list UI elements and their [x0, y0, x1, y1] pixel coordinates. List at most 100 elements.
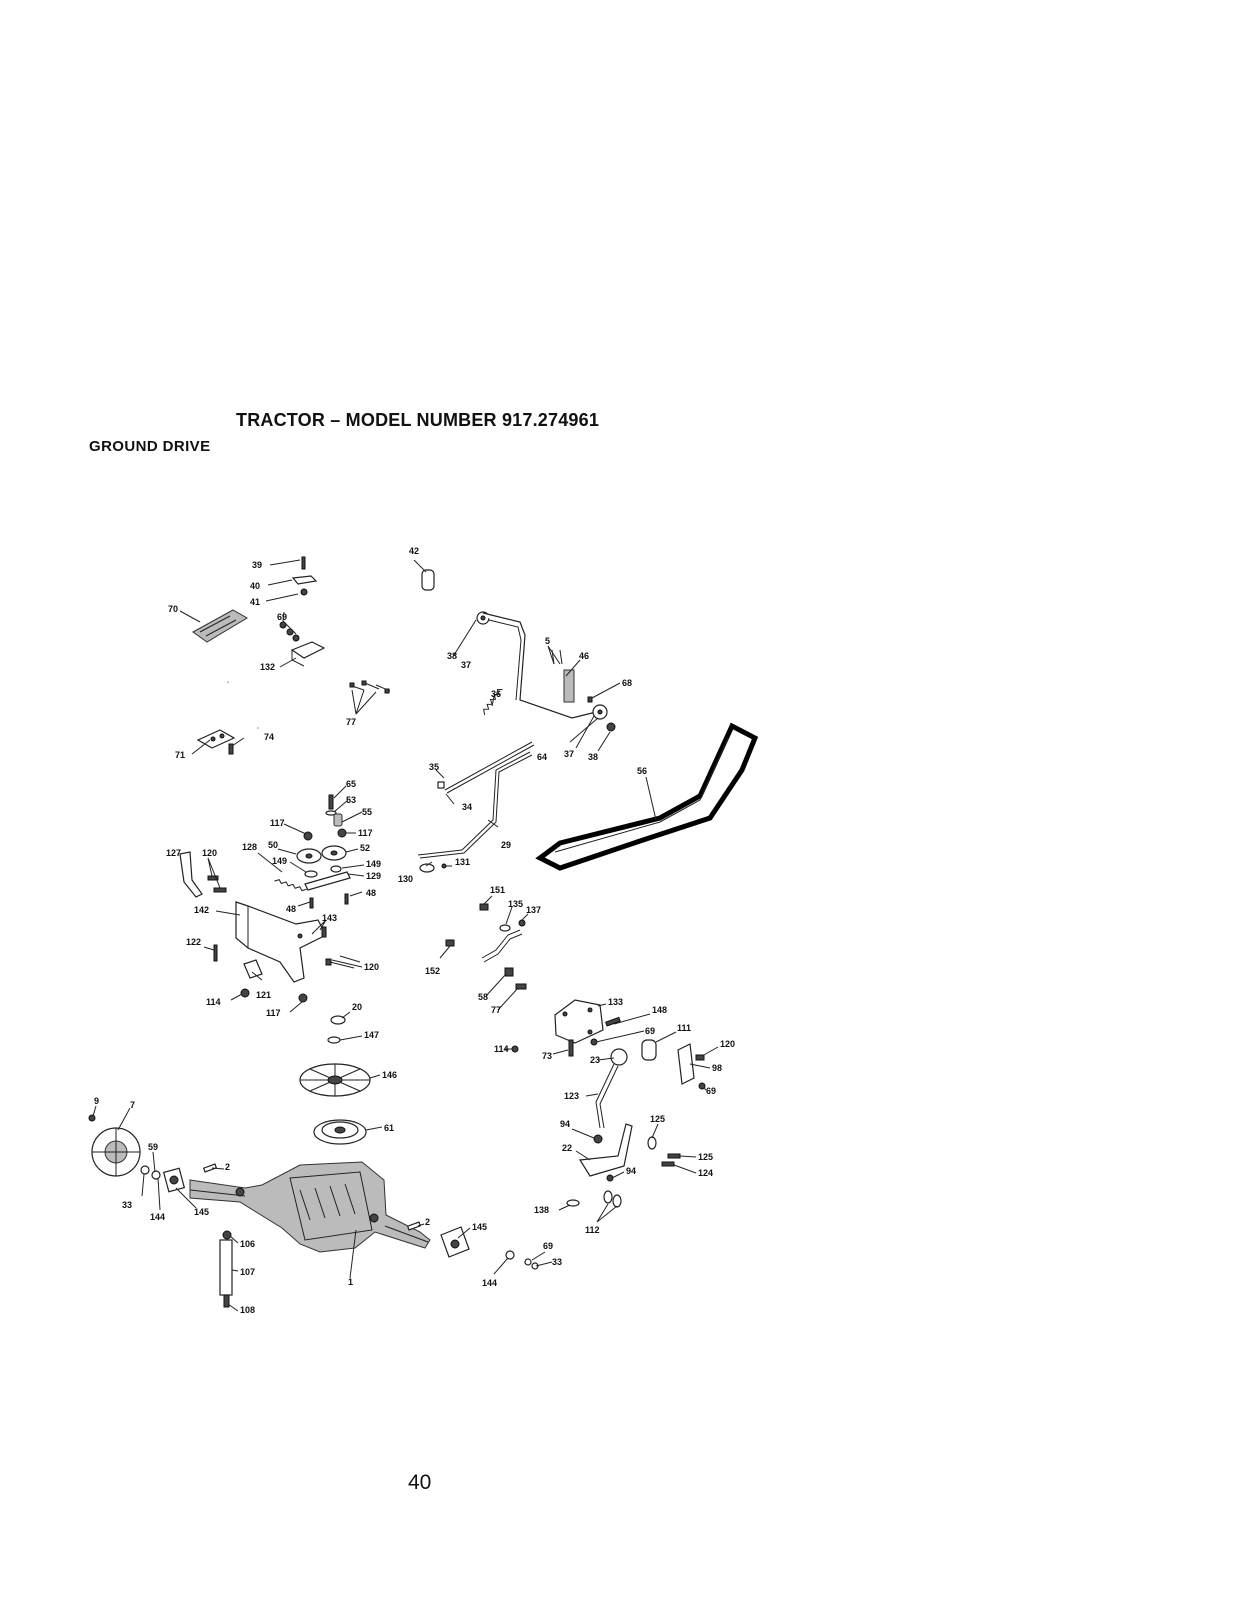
callout-53: 53: [346, 795, 356, 805]
callout-107: 107: [240, 1267, 255, 1277]
callout-145: 145: [472, 1222, 487, 1232]
callout-2: 2: [425, 1217, 430, 1227]
callout-37: 37: [564, 749, 574, 759]
callout-131: 131: [455, 857, 470, 867]
callout-56: 56: [637, 766, 647, 776]
section-title: GROUND DRIVE: [89, 438, 211, 455]
callout-125: 125: [698, 1152, 713, 1162]
callout-152: 152: [425, 966, 440, 976]
callout-129: 129: [366, 871, 381, 881]
page-title: TRACTOR – MODEL NUMBER 917.274961: [236, 410, 600, 430]
callout-77: 77: [491, 1005, 501, 1015]
callout-148: 148: [652, 1005, 667, 1015]
callout-73: 73: [542, 1051, 552, 1061]
callout-137: 137: [526, 905, 541, 915]
callout-23: 23: [590, 1055, 600, 1065]
callout-145: 145: [194, 1207, 209, 1217]
callout-50: 50: [268, 840, 278, 850]
callout-22: 22: [562, 1143, 572, 1153]
callout-55: 55: [362, 807, 372, 817]
callout-77: 77: [346, 717, 356, 727]
callout-114: 114: [206, 997, 221, 1007]
callout-121: 121: [256, 990, 271, 1000]
callout-labels: 1 2 2 5 7 9 20 22 23 29 33 33 34 35 36 3…: [94, 546, 735, 1315]
callout-111: 111: [677, 1023, 691, 1033]
callout-5: 5: [545, 636, 550, 646]
callout-35: 35: [429, 762, 439, 772]
callout-112: 112: [585, 1225, 600, 1235]
callout-144: 144: [150, 1212, 165, 1222]
callout-122: 122: [186, 937, 201, 947]
callout-7: 7: [130, 1100, 135, 1110]
callout-2: 2: [225, 1162, 230, 1172]
callout-59: 59: [148, 1142, 158, 1152]
callout-144: 144: [482, 1278, 497, 1288]
callout-20: 20: [352, 1002, 362, 1012]
leader-lines: [92, 559, 719, 1312]
callout-38: 38: [447, 651, 457, 661]
callout-117: 117: [358, 828, 373, 838]
callout-151: 151: [490, 885, 505, 895]
callout-65: 65: [346, 779, 356, 789]
callout-130: 130: [398, 874, 413, 884]
callout-143: 143: [322, 913, 337, 923]
callout-123: 123: [564, 1091, 579, 1101]
callout-149: 149: [366, 859, 381, 869]
callout-94: 94: [560, 1119, 570, 1129]
callout-108: 108: [240, 1305, 255, 1315]
callout-135: 135: [508, 899, 523, 909]
callout-52: 52: [360, 843, 370, 853]
fan-146-drawing: [299, 1063, 371, 1097]
speck: [227, 681, 229, 683]
callout-94: 94: [626, 1166, 636, 1176]
callout-142: 142: [194, 905, 209, 915]
callout-120: 120: [364, 962, 379, 972]
callout-114: 114: [494, 1044, 509, 1054]
callout-69: 69: [543, 1241, 553, 1251]
callout-33: 33: [552, 1257, 562, 1267]
callout-38: 38: [588, 752, 598, 762]
callout-70: 70: [168, 604, 178, 614]
callout-29: 29: [501, 840, 511, 850]
callout-128: 128: [242, 842, 257, 852]
callout-71: 71: [175, 750, 185, 760]
callout-120: 120: [720, 1039, 735, 1049]
callout-68: 68: [622, 678, 632, 688]
callout-48: 48: [286, 904, 296, 914]
callout-36: 36: [491, 689, 501, 699]
callout-117: 117: [266, 1008, 281, 1018]
callout-127: 127: [166, 848, 181, 858]
callout-146: 146: [382, 1070, 397, 1080]
callout-40: 40: [250, 581, 260, 591]
callout-74: 74: [264, 732, 274, 742]
callout-147: 147: [364, 1030, 379, 1040]
callout-69: 69: [706, 1086, 716, 1096]
callout-69: 69: [645, 1026, 655, 1036]
callout-46: 46: [579, 651, 589, 661]
parts-drawing: [88, 556, 759, 1308]
callout-9: 9: [94, 1096, 99, 1106]
callout-64: 64: [537, 752, 547, 762]
callout-98: 98: [712, 1063, 722, 1073]
callout-138: 138: [534, 1205, 549, 1215]
callout-41: 41: [250, 597, 260, 607]
callout-42: 42: [409, 546, 419, 556]
transaxle-1-drawing: [189, 1161, 431, 1253]
callout-117: 117: [270, 818, 285, 828]
callout-120: 120: [202, 848, 217, 858]
callout-58: 58: [478, 992, 488, 1002]
callout-69: 69: [277, 612, 287, 622]
page-number: 40: [408, 1471, 432, 1494]
callout-39: 39: [252, 560, 262, 570]
callout-37: 37: [461, 660, 471, 670]
callout-33: 33: [122, 1200, 132, 1210]
callout-132: 132: [260, 662, 275, 672]
callout-61: 61: [384, 1123, 394, 1133]
hub-7-drawing: [88, 1114, 141, 1177]
callout-133: 133: [608, 997, 623, 1007]
callout-34: 34: [462, 802, 472, 812]
callout-149: 149: [272, 856, 287, 866]
speck: [257, 727, 259, 729]
callout-1: 1: [348, 1277, 353, 1287]
